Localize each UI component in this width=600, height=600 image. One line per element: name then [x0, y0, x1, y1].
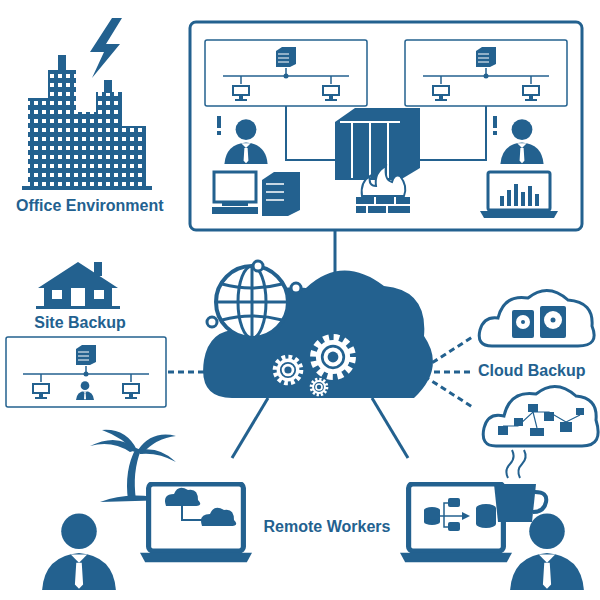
- central-cloud: [203, 261, 433, 398]
- connection-lines: [168, 231, 474, 458]
- city-icon: [22, 18, 152, 190]
- site-backup-icon: [6, 262, 166, 407]
- label: Remote Workers: [264, 518, 391, 536]
- remote-workers-icons: [42, 430, 584, 590]
- label: Site Backup: [34, 314, 126, 332]
- label: Cloud Backup: [478, 362, 586, 380]
- office-frame: [190, 22, 582, 230]
- label: Office Environment: [16, 197, 164, 215]
